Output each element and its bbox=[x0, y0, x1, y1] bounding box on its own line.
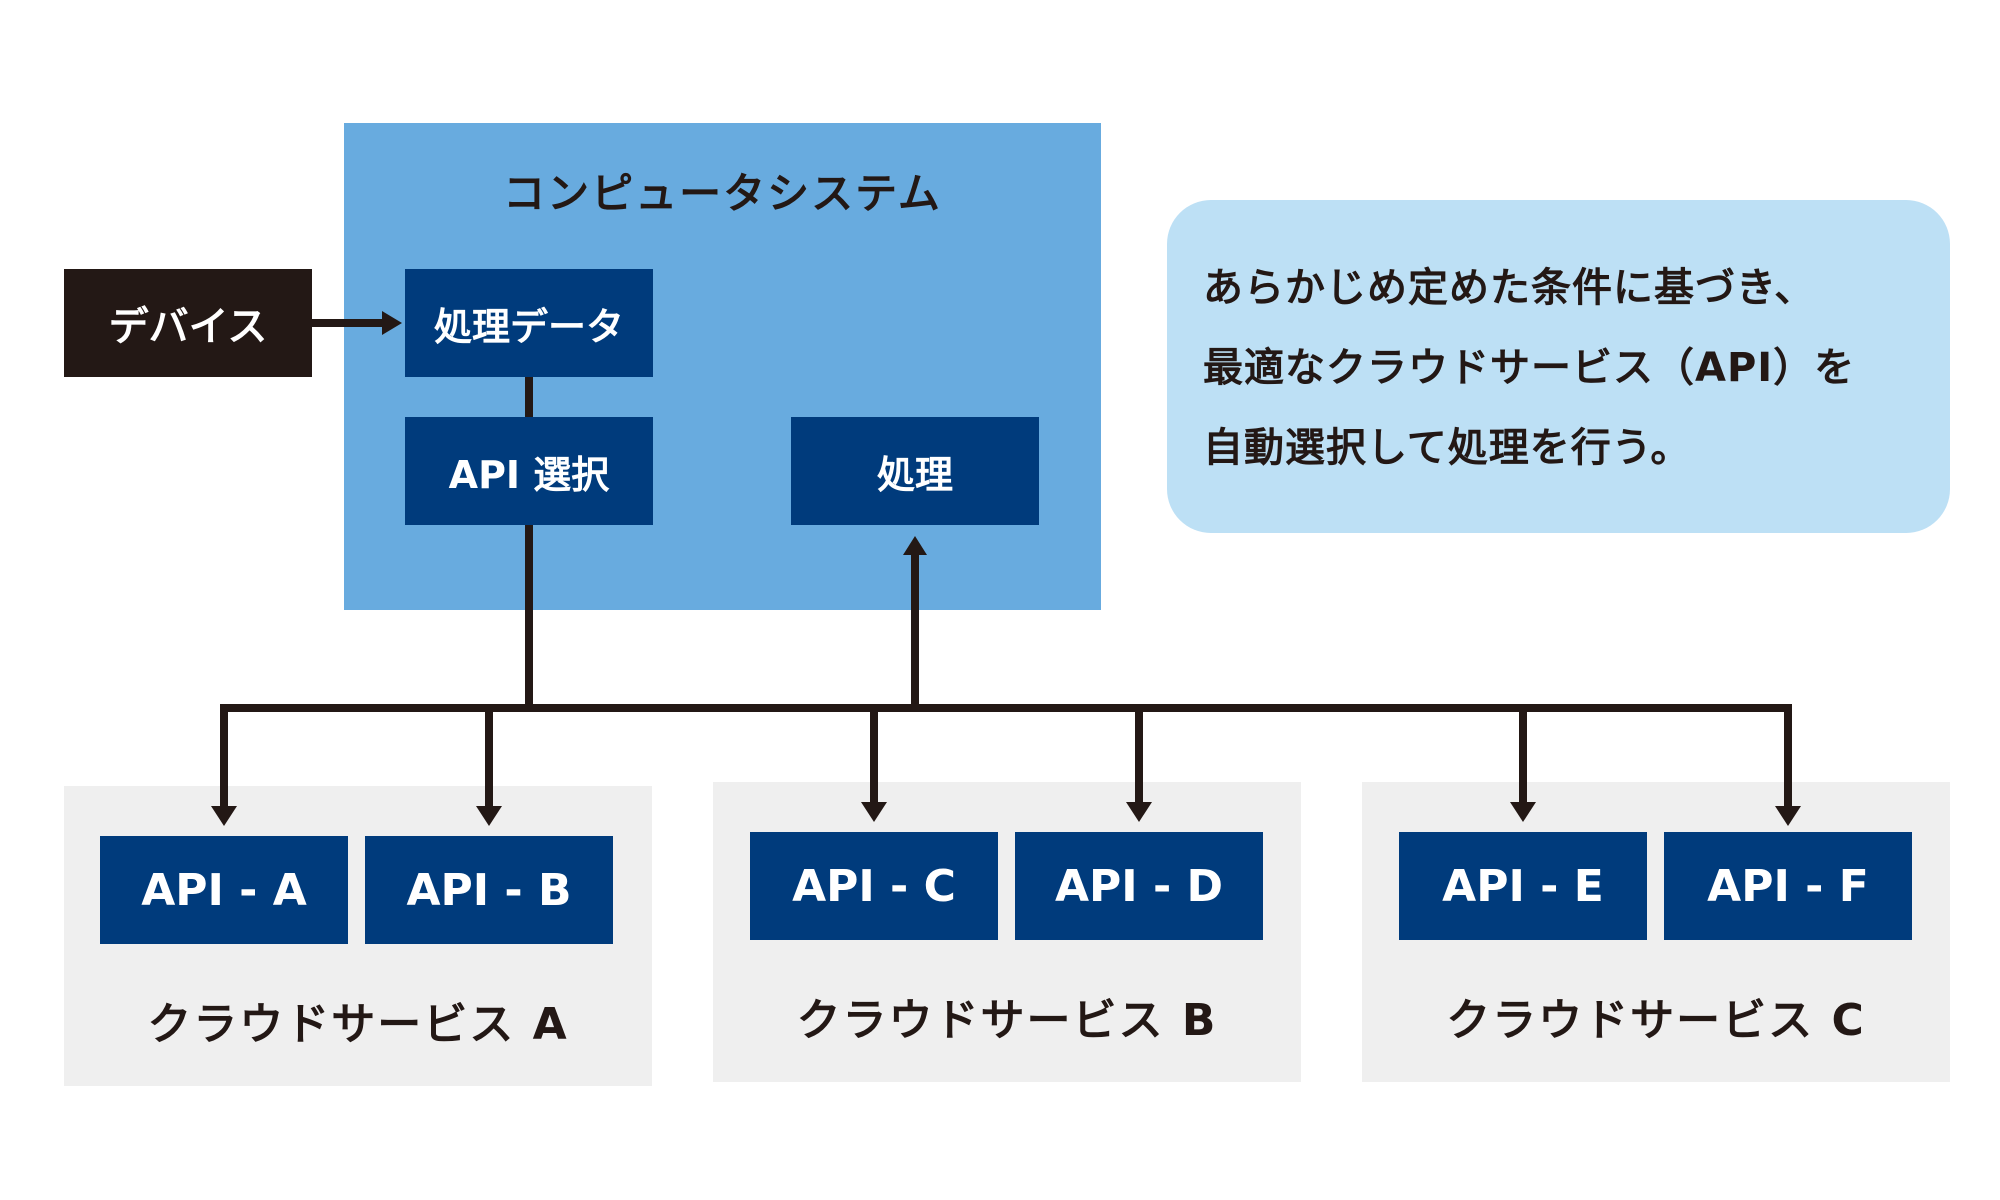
api-b-label: API - B bbox=[406, 864, 572, 916]
arrowhead-device bbox=[382, 311, 402, 335]
arrowhead-api-e bbox=[1510, 802, 1536, 822]
api-e-label: API - E bbox=[1442, 860, 1604, 912]
cloud-service-c-label: クラウドサービス C bbox=[1446, 995, 1866, 1046]
arrowhead-process bbox=[903, 536, 927, 555]
api-e-node: API - E bbox=[1399, 832, 1647, 940]
api-a-node: API - A bbox=[100, 836, 348, 944]
arrowhead-api-c bbox=[861, 802, 887, 822]
api-selection-label: API 選択 bbox=[448, 452, 610, 497]
processing-data-label: 処理データ bbox=[433, 304, 624, 349]
processing-node: 処理 bbox=[791, 417, 1039, 525]
api-b-node: API - B bbox=[365, 836, 613, 944]
api-f-node: API - F bbox=[1664, 832, 1912, 940]
device-label: デバイス bbox=[108, 304, 268, 350]
api-c-label: API - C bbox=[792, 860, 956, 912]
cloud-service-b-label: クラウドサービス B bbox=[796, 995, 1218, 1046]
processing-data-node: 処理データ bbox=[405, 269, 653, 377]
description-note: あらかじめ定めた条件に基づき、 最適なクラウドサービス（API）を 自動選択して… bbox=[1167, 200, 1950, 533]
api-c-node: API - C bbox=[750, 832, 998, 940]
api-d-node: API - D bbox=[1015, 832, 1263, 940]
api-a-label: API - A bbox=[141, 864, 307, 916]
api-f-label: API - F bbox=[1707, 860, 1869, 912]
note-line-1: あらかじめ定めた条件に基づき、 bbox=[1203, 265, 1816, 311]
api-selection-node: API 選択 bbox=[405, 417, 653, 525]
processing-label: 処理 bbox=[876, 452, 953, 497]
computer-system-title: コンピュータシステム bbox=[503, 169, 942, 218]
api-d-label: API - D bbox=[1054, 860, 1224, 912]
arrowhead-api-d bbox=[1126, 802, 1152, 822]
note-line-2: 最適なクラウドサービス（API）を bbox=[1203, 345, 1856, 391]
device-node: デバイス bbox=[64, 269, 312, 377]
cloud-service-a-label: クラウドサービス A bbox=[147, 999, 569, 1050]
note-line-3: 自動選択して処理を行う。 bbox=[1203, 425, 1692, 471]
arrowhead-api-f bbox=[1775, 806, 1801, 826]
arrowhead-api-a bbox=[211, 806, 237, 826]
arrowhead-api-b bbox=[476, 806, 502, 826]
bus-line bbox=[220, 704, 1792, 806]
